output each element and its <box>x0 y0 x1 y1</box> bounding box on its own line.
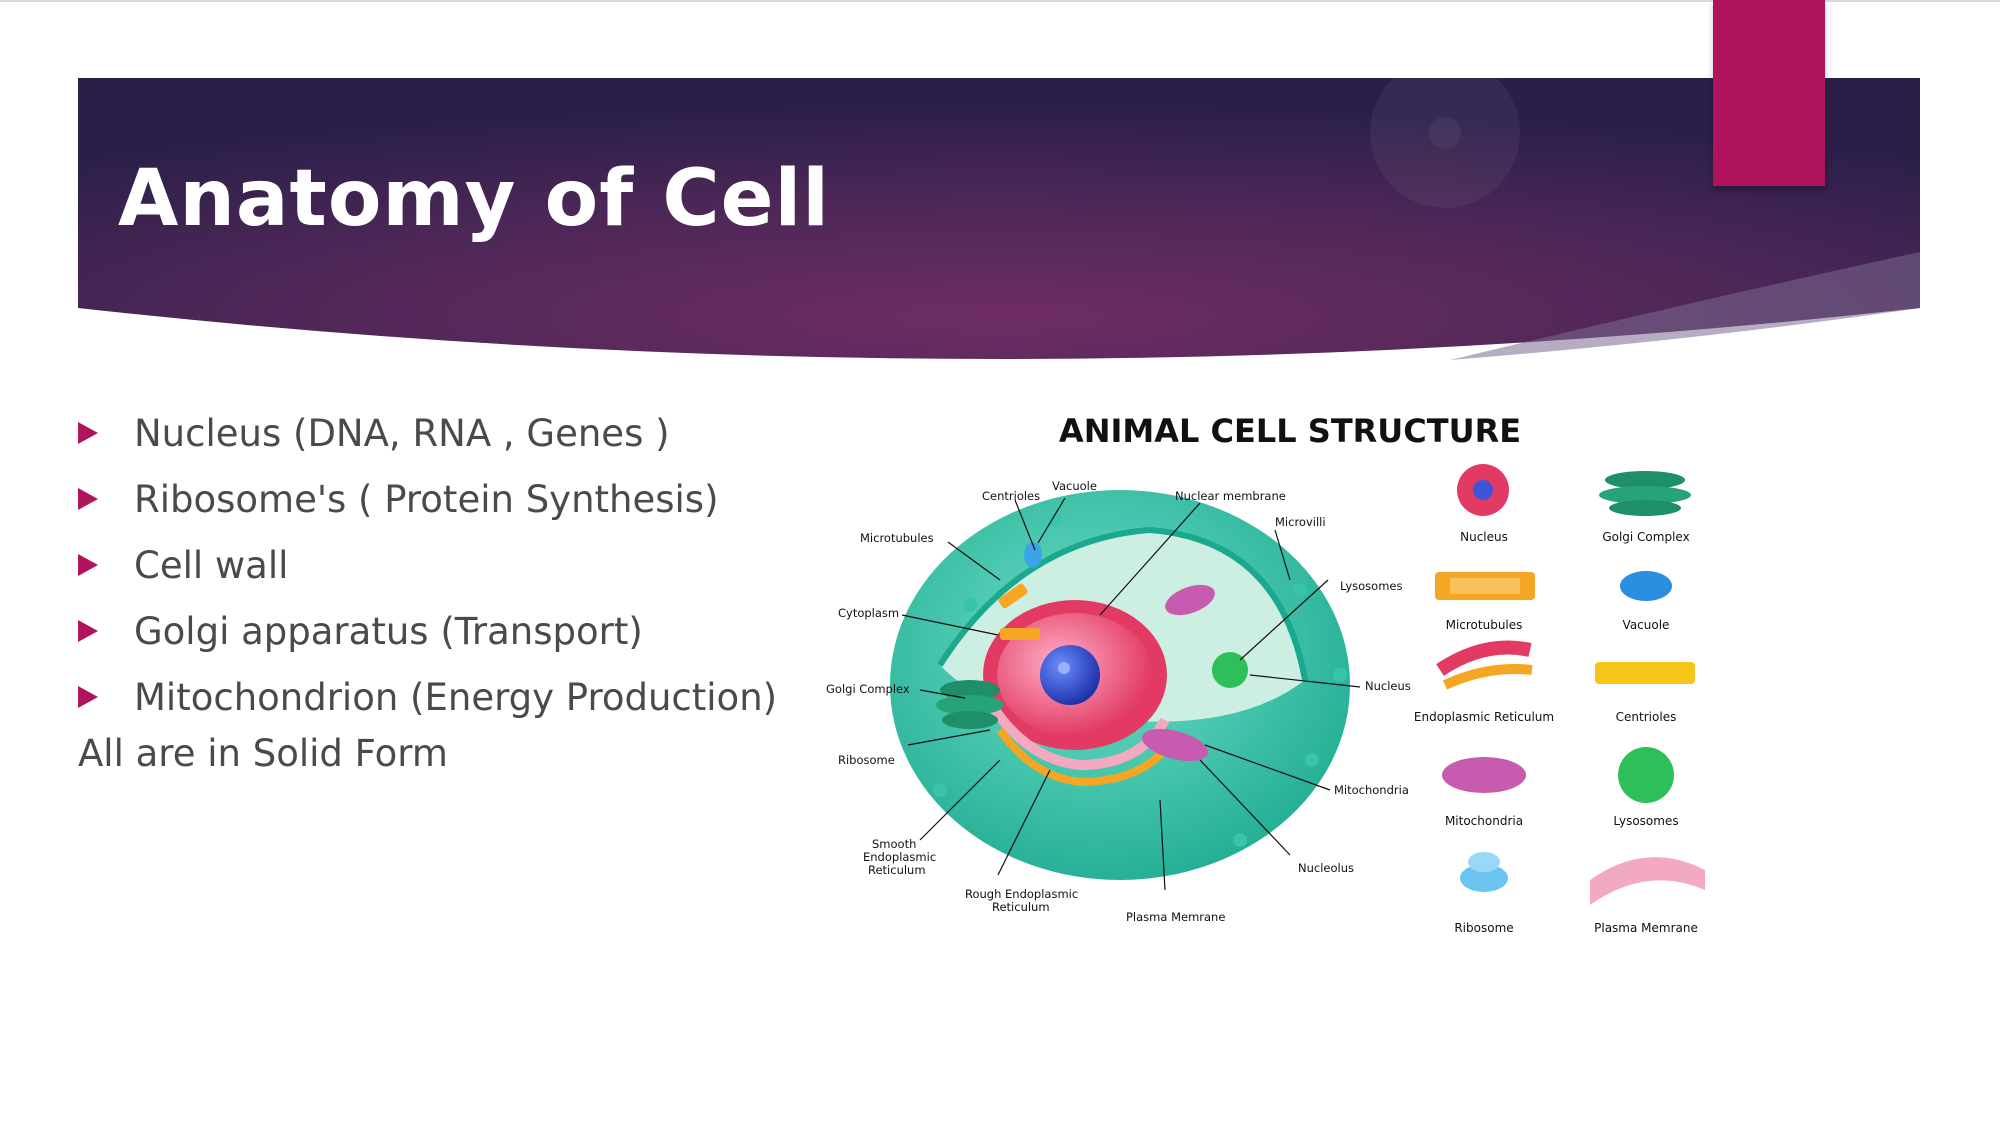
vacuole-icon <box>1620 571 1672 601</box>
mitochondria-organelle <box>1141 728 1209 762</box>
microtubules-icon <box>1435 572 1535 600</box>
legend-label-mitochondria: Mitochondria <box>1444 814 1524 828</box>
bullet-text: Golgi apparatus (Transport) <box>134 609 643 653</box>
accent-tab <box>1713 0 1825 186</box>
centriole-organelle <box>998 583 1028 609</box>
label-mitochondria: Mitochondria <box>1334 783 1409 797</box>
top-divider <box>0 0 2000 2</box>
triangle-bullet-icon <box>78 422 98 444</box>
legend-label-endoplasmic-reticulum: Endoplasmic Reticulum <box>1413 710 1555 724</box>
bullet-text: Cell wall <box>134 543 289 587</box>
ribosome-icon <box>1460 852 1508 892</box>
label-plasma-membrane: Plasma Memrane <box>1126 910 1225 924</box>
lysosome-organelle <box>1212 652 1248 688</box>
label-smooth-er-3: Reticulum <box>868 863 926 877</box>
list-item: Mitochondrion (Energy Production) <box>78 664 838 730</box>
label-lysosomes: Lysosomes <box>1340 579 1402 593</box>
legend-label-nucleus: Nucleus <box>1460 530 1508 544</box>
mitochondria-icon <box>1442 757 1526 793</box>
legend-icons <box>1435 464 1705 905</box>
label-microvilli: Microvilli <box>1275 515 1326 529</box>
vacuole-organelle <box>1024 542 1042 568</box>
bullet-text: Mitochondrion (Energy Production) <box>134 675 778 719</box>
label-nucleus: Nucleus <box>1365 679 1411 693</box>
label-rough-er-2: Reticulum <box>992 900 1050 914</box>
label-rough-er-1: Rough Endoplasmic <box>965 887 1078 901</box>
label-smooth-er-1: Smooth <box>872 837 916 851</box>
centriole-organelle <box>1000 628 1040 640</box>
label-nucleolus: Nucleolus <box>1298 861 1354 875</box>
legend-label-plasma-membrane: Plasma Memrane <box>1594 921 1698 935</box>
legend-label-centrioles: Centrioles <box>1615 710 1677 724</box>
lysosomes-icon <box>1618 747 1674 803</box>
bullet-text: Nucleus (DNA, RNA , Genes ) <box>134 411 670 455</box>
figure-title: ANIMAL CELL STRUCTURE <box>1058 412 1522 450</box>
legend-label-ribosome: Ribosome <box>1454 921 1514 935</box>
triangle-bullet-icon <box>78 686 98 708</box>
bullet-text: Ribosome's ( Protein Synthesis) <box>134 477 719 521</box>
label-centrioles: Centrioles <box>982 489 1040 503</box>
endoplasmic-reticulum-icon <box>1436 640 1533 690</box>
animal-cell-figure: ANIMAL CELL STRUCTURE <box>820 400 1720 960</box>
triangle-bullet-icon <box>78 488 98 510</box>
label-microtubules: Microtubules <box>860 531 934 545</box>
leader-lines <box>901 497 1361 891</box>
list-item: Golgi apparatus (Transport) <box>78 598 838 664</box>
list-item: Cell wall <box>78 532 838 598</box>
label-cytoplasm: Cytoplasm <box>838 606 899 620</box>
legend-label-microtubules: Microtubules <box>1445 618 1523 632</box>
label-ribosome: Ribosome <box>838 753 895 767</box>
legend-label-golgi-complex: Golgi Complex <box>1602 530 1690 544</box>
title-banner <box>78 58 1920 360</box>
nucleus-organelle <box>983 600 1167 750</box>
legend-label-vacuole: Vacuole <box>1622 618 1670 632</box>
list-item: Ribosome's ( Protein Synthesis) <box>78 466 838 532</box>
triangle-bullet-icon <box>78 620 98 642</box>
smooth-er-organelle <box>996 727 1179 787</box>
bullet-list: Nucleus (DNA, RNA , Genes ) Ribosome's (… <box>78 400 838 730</box>
centrioles-icon <box>1595 662 1695 684</box>
plasma-membrane-icon <box>1590 857 1705 905</box>
cell-diagram: Centrioles Vacuole Nuclear membrane Micr… <box>826 464 1705 924</box>
summary-line: All are in Solid Form <box>78 732 448 775</box>
triangle-bullet-icon <box>78 554 98 576</box>
golgi-complex-icon <box>1599 471 1691 516</box>
label-smooth-er-2: Endoplasmic <box>863 850 936 864</box>
label-nuclear-membrane: Nuclear membrane <box>1175 489 1286 503</box>
golgi-organelle <box>936 680 1004 729</box>
label-vacuole: Vacuole <box>1052 479 1097 493</box>
slide-title: Anatomy of Cell <box>118 154 830 244</box>
label-golgi-complex: Golgi Complex <box>826 682 910 696</box>
legend-label-lysosomes: Lysosomes <box>1613 814 1679 828</box>
list-item: Nucleus (DNA, RNA , Genes ) <box>78 400 838 466</box>
mitochondria-organelle <box>1165 584 1215 616</box>
